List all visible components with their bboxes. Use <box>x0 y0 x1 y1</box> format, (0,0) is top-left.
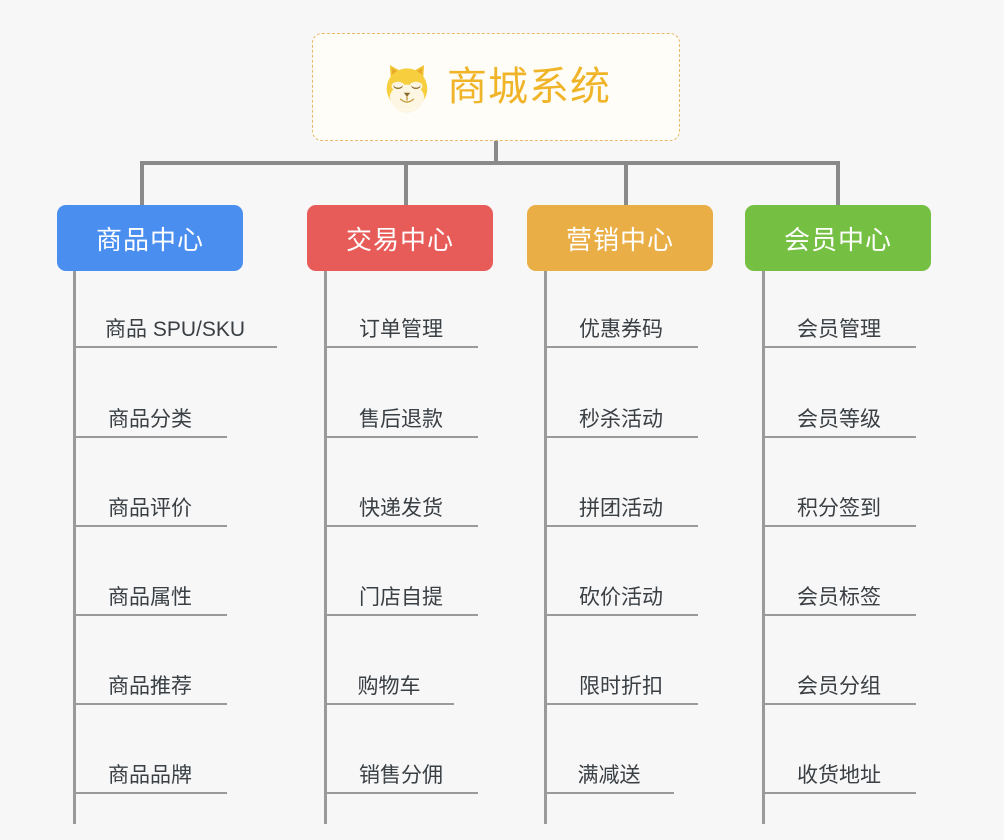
branch-drop-connector-3 <box>624 161 628 205</box>
leaf-label-3-6: 满减送 <box>577 763 641 787</box>
leaf-label-1-4: 商品属性 <box>108 585 192 609</box>
leaf-item-4-2[interactable]: 会员等级 <box>762 370 916 438</box>
branch-header-1[interactable]: 商品中心 <box>57 205 243 271</box>
leaf-label-4-4: 会员标签 <box>797 585 881 609</box>
leaf-item-2-6[interactable]: 销售分佣 <box>324 726 478 794</box>
leaf-label-2-1: 订单管理 <box>359 317 443 341</box>
branch-trunk-4 <box>762 271 765 824</box>
leaf-label-2-5: 购物车 <box>357 674 421 698</box>
leaf-item-1-2[interactable]: 商品分类 <box>73 370 227 438</box>
leaf-item-1-1[interactable]: 商品 SPU/SKU <box>73 280 277 348</box>
shiba-dog-icon <box>381 61 433 113</box>
leaf-item-4-4[interactable]: 会员标签 <box>762 548 916 616</box>
leaf-label-2-6: 销售分佣 <box>359 763 443 787</box>
leaf-item-2-1[interactable]: 订单管理 <box>324 280 478 348</box>
leaf-item-3-3[interactable]: 拼团活动 <box>544 459 698 527</box>
root-node[interactable]: 商城系统 <box>312 33 680 141</box>
leaf-item-4-5[interactable]: 会员分组 <box>762 637 916 705</box>
leaf-label-3-5: 限时折扣 <box>579 674 663 698</box>
leaf-label-1-1: 商品 SPU/SKU <box>104 317 246 341</box>
leaf-label-1-2: 商品分类 <box>108 407 192 431</box>
leaf-label-1-5: 商品推荐 <box>108 674 192 698</box>
branch-drop-connector-2 <box>404 161 408 205</box>
branch-header-3[interactable]: 营销中心 <box>527 205 713 271</box>
branch-trunk-3 <box>544 271 547 824</box>
root-title: 商城系统 <box>447 65 611 109</box>
leaf-item-1-5[interactable]: 商品推荐 <box>73 637 227 705</box>
leaf-item-1-3[interactable]: 商品评价 <box>73 459 227 527</box>
leaf-label-1-6: 商品品牌 <box>108 763 192 787</box>
leaf-item-4-6[interactable]: 收货地址 <box>762 726 916 794</box>
branch-header-4[interactable]: 会员中心 <box>745 205 931 271</box>
leaf-label-4-1: 会员管理 <box>797 317 881 341</box>
branch-header-label-2: 交易中心 <box>345 224 454 255</box>
leaf-label-3-4: 砍价活动 <box>579 585 663 609</box>
leaf-item-1-4[interactable]: 商品属性 <box>73 548 227 616</box>
branch-header-2[interactable]: 交易中心 <box>307 205 493 271</box>
leaf-item-3-5[interactable]: 限时折扣 <box>544 637 698 705</box>
leaf-item-2-2[interactable]: 售后退款 <box>324 370 478 438</box>
branch-header-label-4: 会员中心 <box>783 224 892 255</box>
leaf-label-4-6: 收货地址 <box>797 763 881 787</box>
leaf-label-2-3: 快递发货 <box>359 496 443 520</box>
leaf-item-1-6[interactable]: 商品品牌 <box>73 726 227 794</box>
branch-drop-connector-1 <box>140 161 144 205</box>
leaf-label-3-1: 优惠券码 <box>579 317 663 341</box>
leaf-item-3-4[interactable]: 砍价活动 <box>544 548 698 616</box>
leaf-label-4-3: 积分签到 <box>797 496 881 520</box>
branch-drop-connector-4 <box>836 161 840 205</box>
leaf-item-2-3[interactable]: 快递发货 <box>324 459 478 527</box>
branch-header-label-3: 营销中心 <box>565 224 674 255</box>
leaf-item-2-5[interactable]: 购物车 <box>324 637 454 705</box>
branch-bus-connector <box>140 161 840 165</box>
leaf-label-3-3: 拼团活动 <box>579 496 663 520</box>
leaf-item-3-2[interactable]: 秒杀活动 <box>544 370 698 438</box>
leaf-item-2-4[interactable]: 门店自提 <box>324 548 478 616</box>
leaf-item-3-6[interactable]: 满减送 <box>544 726 674 794</box>
root-node-content: 商城系统 <box>381 61 611 113</box>
leaf-item-4-1[interactable]: 会员管理 <box>762 280 916 348</box>
leaf-label-3-2: 秒杀活动 <box>579 407 663 431</box>
leaf-label-4-2: 会员等级 <box>797 407 881 431</box>
root-stem-connector <box>494 141 498 165</box>
branch-trunk-1 <box>73 271 76 824</box>
leaf-item-3-1[interactable]: 优惠券码 <box>544 280 698 348</box>
leaf-label-2-2: 售后退款 <box>359 407 443 431</box>
leaf-label-4-5: 会员分组 <box>797 674 881 698</box>
branch-trunk-2 <box>324 271 327 824</box>
leaf-label-2-4: 门店自提 <box>359 585 443 609</box>
branch-header-label-1: 商品中心 <box>95 224 204 255</box>
leaf-item-4-3[interactable]: 积分签到 <box>762 459 916 527</box>
leaf-label-1-3: 商品评价 <box>108 496 192 520</box>
